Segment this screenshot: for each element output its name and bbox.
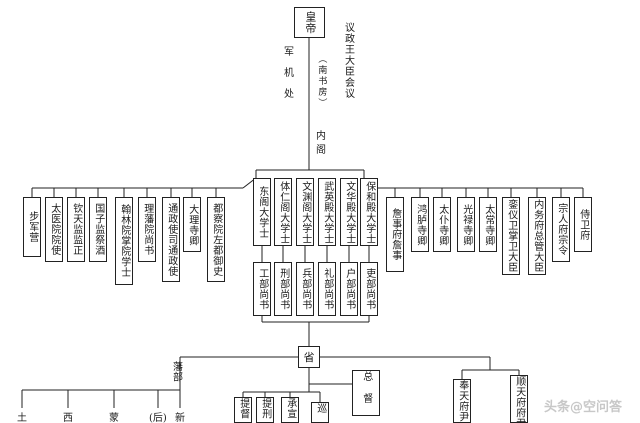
ministry-box: 兵部尚书 — [296, 262, 314, 316]
watermark-text: 头条@空问答 — [543, 400, 622, 415]
grand-secretary-label: 武英殿大学士 — [321, 180, 333, 244]
official-label: 宗人府宗令 — [555, 203, 567, 256]
official-label: 詹事府詹事 — [389, 208, 401, 261]
official-box: 太常寺卿 — [479, 197, 497, 252]
official-box: 鸿胪寺卿 — [411, 197, 429, 252]
official-box: 钦天监监正 — [67, 197, 85, 262]
grand-secretary-label: 保和殿大学士 — [363, 180, 375, 244]
ministry-box: 工部尚书 — [253, 262, 271, 316]
frontier-item: (后) — [149, 413, 167, 423]
grand-secretary-box: 体仁阁大学士 — [274, 178, 292, 246]
prefecture-label: 顺天府府尹 — [513, 376, 525, 423]
frontier-label: 藩部 — [170, 361, 182, 382]
province-office-box: 巡 — [311, 402, 329, 423]
emperor-label: 皇帝 — [303, 11, 317, 34]
official-label: 銮仪卫掌卫大臣 — [505, 199, 517, 273]
ministry-label: 吏部尚书 — [363, 268, 375, 310]
grand-council-label: 军机处 — [281, 46, 293, 109]
official-box: 光禄寺卿 — [457, 197, 475, 252]
official-box: 宗人府宗令 — [552, 197, 570, 262]
prefecture-box: 奉天府尹 — [453, 379, 471, 423]
ministry-label: 刑部尚书 — [277, 268, 289, 310]
grand-secretary-label: 东阁大学士 — [256, 185, 268, 239]
official-label: 太医院院使 — [48, 203, 60, 256]
official-label: 光禄寺卿 — [460, 203, 472, 246]
grand-secretary-box: 保和殿大学士 — [360, 178, 378, 246]
official-label: 内务府总管大臣 — [531, 199, 543, 273]
prefecture-box: 顺天府府尹 — [510, 375, 528, 423]
ministry-box: 吏部尚书 — [360, 262, 378, 316]
grand-secretary-label: 文华殿大学士 — [343, 180, 355, 244]
official-label: 太常寺卿 — [482, 203, 494, 246]
official-label: 翰林院掌院学士 — [118, 204, 130, 278]
official-label: 钦天监监正 — [70, 203, 82, 256]
grand-secretary-box: 文渊阁大学士 — [296, 178, 314, 246]
official-box: 太仆寺卿 — [433, 197, 451, 252]
frontier-item: 蒙 — [109, 413, 119, 423]
official-label: 理藩院尚书 — [141, 203, 153, 256]
ministry-label: 户部尚书 — [343, 268, 355, 310]
frontier-item: 新 — [175, 413, 185, 423]
south-study-label: （南书房） — [316, 54, 327, 109]
official-box: 翰林院掌院学士 — [115, 197, 133, 285]
official-box: 国子监祭酒 — [89, 197, 107, 262]
official-box: 大理寺卿 — [183, 197, 201, 252]
deliberative-council-label: 议政王大臣会议 — [342, 22, 354, 99]
official-label: 鸿胪寺卿 — [414, 203, 426, 246]
province-office-label: 巡 — [314, 403, 326, 414]
prefecture-label: 奉天府尹 — [456, 380, 468, 422]
official-box: 步军营 — [23, 197, 41, 257]
emperor-box: 皇帝 — [294, 7, 325, 38]
province-label: 省 — [303, 351, 315, 364]
grand-secretary-box: 文华殿大学士 — [340, 178, 358, 246]
official-box: 侍卫府 — [574, 197, 592, 252]
province-office-box: 承宣 — [281, 397, 299, 423]
province-box: 省 — [298, 346, 320, 368]
official-label: 通政使司通政使 — [165, 202, 177, 277]
official-box: 内务府总管大臣 — [528, 197, 546, 275]
viceroy-label: 总督 — [360, 371, 372, 415]
official-label: 大理寺卿 — [186, 203, 198, 246]
grand-secretary-box: 武英殿大学士 — [318, 178, 336, 246]
province-office-label: 承宣 — [284, 398, 296, 419]
frontier-item: 西 — [63, 413, 73, 423]
official-label: 侍卫府 — [577, 208, 589, 241]
official-box: 通政使司通政使 — [162, 197, 180, 282]
grand-secretary-label: 文渊阁大学士 — [299, 180, 311, 244]
grand-secretary-box: 东阁大学士 — [253, 178, 271, 246]
grand-secretary-label: 体仁阁大学士 — [277, 180, 289, 244]
official-label: 都察院左都御史 — [210, 202, 222, 277]
official-label: 国子监祭酒 — [92, 203, 104, 256]
official-box: 都察院左都御史 — [207, 197, 225, 282]
ministry-box: 礼部尚书 — [318, 262, 336, 316]
ministry-box: 刑部尚书 — [274, 262, 292, 316]
province-office-box: 提督 — [234, 397, 252, 423]
official-box: 銮仪卫掌卫大臣 — [502, 197, 520, 275]
official-box: 理藩院尚书 — [138, 197, 156, 262]
ministry-label: 礼部尚书 — [321, 268, 333, 310]
province-office-box: 提刑 — [256, 397, 274, 423]
ministry-box: 户部尚书 — [340, 262, 358, 316]
official-box: 太医院院使 — [45, 197, 63, 262]
ministry-label: 工部尚书 — [256, 268, 268, 310]
official-label: 步军营 — [26, 211, 38, 243]
viceroy-box: 总督 — [352, 370, 380, 416]
official-label: 太仆寺卿 — [436, 203, 448, 246]
province-office-label: 提督 — [237, 398, 249, 419]
official-box: 詹事府詹事 — [386, 197, 404, 272]
province-office-label: 提刑 — [259, 398, 271, 419]
frontier-item: 土 — [17, 413, 27, 423]
ministry-label: 兵部尚书 — [299, 268, 311, 310]
inner-cabinet-label: 内阁 — [313, 130, 325, 158]
